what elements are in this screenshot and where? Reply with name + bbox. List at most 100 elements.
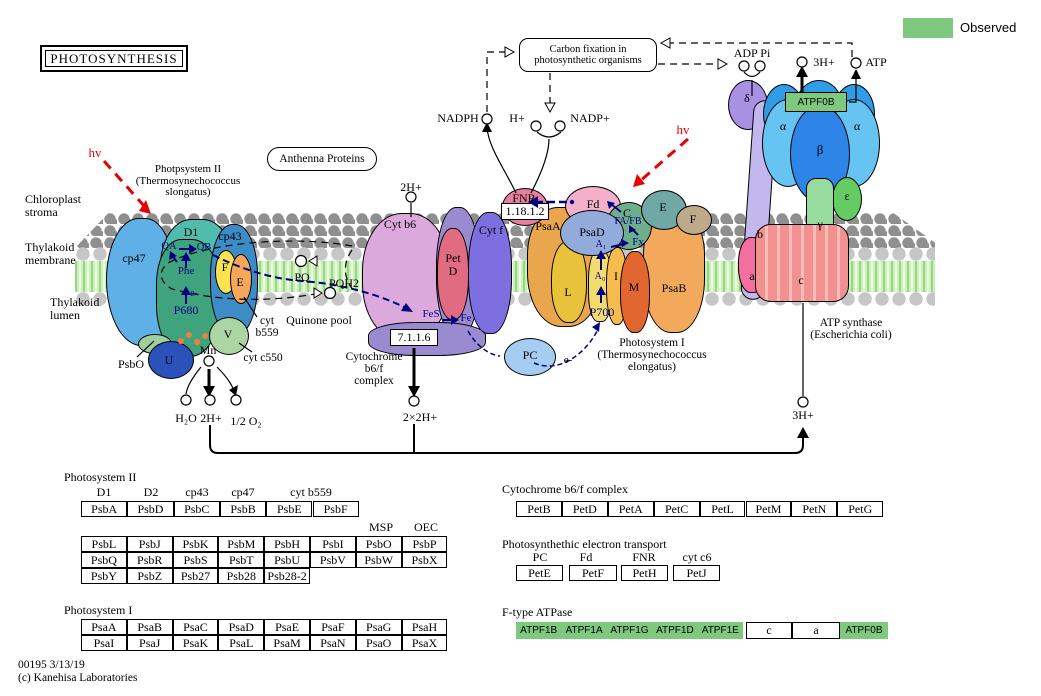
petd-label: Pet D — [445, 251, 461, 278]
gene-box-psaa[interactable]: PsaA — [81, 619, 127, 635]
gene-box-petj[interactable]: PetJ — [673, 565, 720, 581]
psi-caption: Photosystem I (Thermosynechococcus elong… — [597, 337, 707, 374]
u-label: U — [164, 353, 174, 367]
gene-box-psan[interactable]: PsaN — [310, 635, 356, 651]
gene-box-psah[interactable]: PsaH — [401, 619, 448, 635]
a-label-atpase: a — [749, 269, 755, 283]
gene-box-atpf0b[interactable]: ATPF0B — [840, 622, 888, 639]
fnr-to-nadp-curve — [530, 138, 550, 194]
gene-box-psbx[interactable]: PsbX — [401, 552, 448, 568]
gene-box-petn[interactable]: PetN — [791, 501, 838, 517]
gene-box-psaf[interactable]: PsaF — [310, 619, 356, 635]
gene-box-petf[interactable]: PetF — [569, 565, 617, 581]
gene-box-psal[interactable]: PsaL — [218, 635, 265, 651]
gene-box-psbq[interactable]: PsbQ — [81, 552, 127, 568]
gene-box-psai[interactable]: PsaI — [81, 635, 127, 651]
quinone-pool-label: Quinone pool — [286, 313, 352, 327]
epsilon-blob — [832, 177, 862, 221]
gene-box-petd[interactable]: PetD — [561, 501, 608, 517]
gene-box-psbz[interactable]: PsbZ — [126, 568, 173, 584]
gene-box-psax[interactable]: PsaX — [401, 635, 448, 651]
thylakoid-membrane-label: Thylakoid membrane — [25, 240, 76, 267]
gene-box-psbo[interactable]: PsbO — [355, 536, 402, 552]
gene-box-psb27[interactable]: Psb27 — [172, 568, 219, 584]
ps2-header-cp43: cp43 — [185, 485, 209, 499]
gene-box-psba[interactable]: PsbA — [81, 501, 128, 517]
two-by-two-h-label: 2×2H+ — [402, 410, 438, 424]
gene-box-petc[interactable]: PetC — [653, 501, 700, 517]
gene-box-peth[interactable]: PetH — [621, 565, 668, 581]
i-label: I — [614, 269, 618, 283]
gene-box-a[interactable]: a — [792, 622, 840, 639]
compound-h-plus — [530, 120, 542, 132]
gene-box-petb[interactable]: PetB — [516, 501, 562, 517]
gamma-label: γ — [817, 217, 823, 231]
gene-box-atpf1b[interactable]: ATPF1B — [516, 622, 562, 639]
gene-box-atpf1d[interactable]: ATPF1D — [652, 622, 698, 639]
gene-box-psbh[interactable]: PsbH — [264, 536, 310, 552]
gene-box-c[interactable]: c — [746, 622, 792, 639]
gene-box-psbt[interactable]: PsbT — [218, 552, 265, 568]
epsilon-label: ε — [844, 189, 850, 203]
gene-box-psbe[interactable]: PsbE — [266, 501, 313, 517]
gene-box-petl[interactable]: PetL — [699, 501, 746, 517]
gene-box-psbf[interactable]: PsbF — [312, 501, 359, 517]
gene-box-pete[interactable]: PetE — [516, 565, 563, 581]
gene-box-atpf1e[interactable]: ATPF1E — [697, 622, 743, 639]
gene-box-psbc[interactable]: PsbC — [173, 501, 220, 517]
gene-box-psag[interactable]: PsaG — [355, 619, 402, 635]
atp-synthase-caption: ATP synthase (Escherichia coli) — [810, 317, 892, 342]
gene-box-psbd[interactable]: PsbD — [127, 501, 174, 517]
pq-label: PQ — [294, 270, 310, 284]
gene-box-psbv[interactable]: PsbV — [310, 552, 356, 568]
c-barrel — [755, 224, 849, 302]
gene-box-psam[interactable]: PsaM — [264, 635, 310, 651]
gene-box-psao[interactable]: PsaO — [355, 635, 402, 651]
a0-label: A₀ — [594, 271, 606, 282]
gene-box-atpf1g[interactable]: ATPF1G — [606, 622, 653, 639]
beta-label: β — [816, 142, 824, 157]
gene-box-psbk[interactable]: PsbK — [172, 536, 219, 552]
gene-box-psbl[interactable]: PsbL — [81, 536, 127, 552]
hv-right-label: hv — [676, 122, 690, 137]
compound-3h-top — [796, 56, 808, 68]
gene-box-psbp[interactable]: PsbP — [401, 536, 448, 552]
gene-box-psbi[interactable]: PsbI — [310, 536, 356, 552]
ps2-header-cytb559: cyt b559 — [290, 485, 332, 499]
fx-label: Fx — [632, 236, 644, 248]
gene-box-psbm[interactable]: PsbM — [218, 536, 265, 552]
antenna-proteins-box[interactable]: Anthenna Proteins — [267, 147, 377, 171]
gene-box-peta[interactable]: PetA — [607, 501, 654, 517]
gene-box-psbw[interactable]: PsbW — [355, 552, 402, 568]
gene-box-psae[interactable]: PsaE — [264, 619, 310, 635]
gene-box-psbj[interactable]: PsbJ — [126, 536, 173, 552]
gene-box-psbr[interactable]: PsbR — [126, 552, 173, 568]
cytb6f-section-label: Cytochrome b6/f complex — [502, 482, 628, 496]
cytb6f-base-blob — [368, 322, 486, 356]
footer-id-date: 00195 3/13/19 — [18, 659, 85, 671]
gene-box-psaj[interactable]: PsaJ — [126, 635, 173, 651]
gene-box-psb28-2[interactable]: Psb28-2 — [264, 568, 310, 584]
enzyme-box-1-18-1-2[interactable]: 1.18.1.2 — [501, 203, 549, 220]
gene-box-psak[interactable]: PsaK — [172, 635, 219, 651]
qa-label: QA — [161, 241, 177, 252]
gene-box-atpf1a[interactable]: ATPF1A — [561, 622, 607, 639]
gene-box-psbu[interactable]: PsbU — [264, 552, 310, 568]
gene-box-psb28[interactable]: Psb28 — [218, 568, 265, 584]
cytb6-label: Cyt b6 — [383, 217, 417, 231]
enzyme-box-7-1-1-6[interactable]: 7.1.1.6 — [390, 329, 438, 346]
h2o-label: H₂O — [175, 411, 197, 425]
carbon-fixation-box[interactable]: Carbon fixation in photosynthetic organi… — [519, 38, 657, 72]
gene-box-psac[interactable]: PsaC — [172, 619, 219, 635]
gene-box-petm[interactable]: PetM — [745, 501, 792, 517]
gene-box-psad[interactable]: PsaD — [218, 619, 265, 635]
gene-box-psbs[interactable]: PsbS — [172, 552, 219, 568]
gene-box-psbb[interactable]: PsbB — [219, 501, 267, 517]
gene-box-psab[interactable]: PsaB — [126, 619, 173, 635]
atpf0b-gene-box[interactable]: ATPF0B — [785, 92, 847, 112]
two-h-psii-label: 2H+ — [200, 411, 222, 425]
gene-box-psby[interactable]: PsbY — [81, 568, 127, 584]
gene-box-petg[interactable]: PetG — [837, 501, 884, 517]
pet-section-label: Photosynthethic electron transport — [502, 537, 667, 551]
